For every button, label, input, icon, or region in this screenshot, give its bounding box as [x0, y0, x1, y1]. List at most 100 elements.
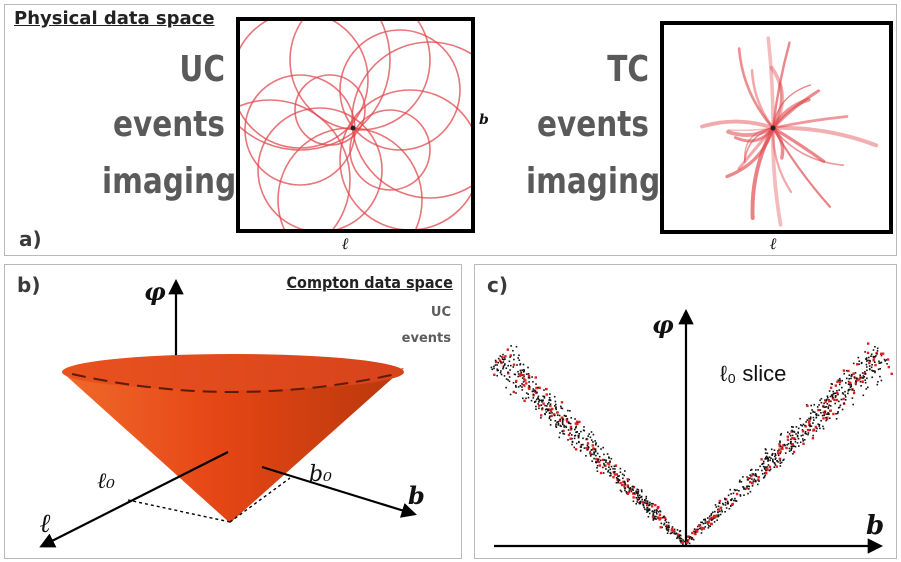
scatter-point	[561, 430, 563, 433]
scatter-point	[870, 353, 873, 356]
scatter-point	[515, 392, 517, 394]
scatter-point	[808, 417, 810, 420]
scatter-point	[548, 416, 551, 419]
scatter-point	[631, 485, 634, 488]
scatter-point	[507, 379, 509, 381]
scatter-point	[617, 475, 619, 478]
scatter-point	[777, 450, 779, 452]
scatter-point	[880, 379, 883, 382]
scatter-point	[805, 433, 808, 435]
scatter-point	[728, 507, 731, 510]
scatter-point-red	[812, 428, 816, 431]
scatter-point-red	[848, 381, 851, 384]
uc-source-point	[350, 125, 356, 131]
scatter-point	[667, 528, 670, 531]
scatter-point	[724, 504, 727, 506]
scatter-point	[819, 427, 821, 430]
scatter-point	[609, 461, 611, 463]
scatter-point	[676, 537, 678, 540]
scatter-point	[790, 445, 793, 448]
scatter-point	[812, 416, 815, 419]
scatter-point	[633, 492, 635, 494]
scatter-point-red	[671, 527, 674, 531]
scatter-point	[880, 361, 883, 364]
scatter-point	[551, 412, 553, 414]
scatter-point	[525, 392, 528, 394]
scatter-point	[791, 429, 793, 432]
cone-body	[62, 368, 404, 523]
scatter-point	[771, 453, 773, 456]
scatter-point	[835, 413, 837, 415]
cone-rim	[62, 354, 404, 390]
scatter-point	[640, 496, 642, 498]
scatter-point	[557, 422, 560, 425]
scatter-point	[557, 424, 559, 426]
scatter-point	[594, 450, 597, 452]
scatter-point-red	[541, 408, 544, 411]
scatter-point	[797, 437, 800, 440]
scatter-point	[789, 434, 792, 437]
scatter-point	[851, 397, 854, 399]
scatter-point	[640, 489, 643, 491]
uc-ring	[277, 127, 423, 229]
scatter-point	[545, 411, 548, 413]
scatter-point	[806, 419, 809, 421]
scatter-point	[528, 377, 531, 379]
scatter-point	[762, 465, 765, 468]
scatter-point	[549, 393, 551, 395]
scatter-point	[652, 512, 655, 515]
scatter-point	[523, 375, 525, 378]
scatter-point	[864, 373, 867, 375]
scatter-point	[609, 468, 612, 471]
scatter-point-red	[757, 478, 760, 482]
scatter-point	[668, 526, 670, 529]
scatter-point	[648, 509, 651, 511]
scatter-point-red	[606, 462, 610, 465]
scatter-point	[713, 521, 716, 523]
scatter-point	[692, 538, 695, 541]
scatter-point-red	[887, 365, 890, 369]
scatter-point	[827, 407, 830, 410]
scatter-point	[779, 452, 782, 455]
scatter-point	[544, 404, 546, 407]
scatter-point	[565, 426, 568, 429]
scatter-point-red	[781, 447, 784, 450]
scatter-point	[751, 478, 753, 480]
scatter-point	[712, 511, 714, 514]
scatter-point	[862, 375, 865, 377]
scatter-point	[622, 477, 624, 480]
scatter-point	[717, 515, 719, 518]
scatter-point	[850, 373, 853, 376]
scatter-point	[792, 430, 794, 433]
scatter-point-red	[778, 457, 782, 460]
scatter-point	[844, 396, 847, 398]
scatter-point	[637, 493, 639, 495]
scatter-point	[803, 439, 806, 441]
scatter-point	[817, 423, 819, 425]
scatter-point	[821, 414, 824, 417]
scatter-point	[814, 411, 816, 414]
scatter-point	[592, 433, 595, 436]
scatter-point	[788, 433, 791, 435]
scatter-point	[583, 447, 586, 449]
scatter-point	[838, 383, 841, 386]
scatter-point-red	[875, 351, 878, 355]
scatter-point	[710, 514, 712, 516]
scatter-point	[860, 385, 862, 387]
scatter-point	[627, 480, 629, 483]
scatter-point	[867, 386, 869, 389]
scatter-point	[595, 461, 597, 463]
scatter-point	[770, 457, 772, 460]
scatter-point	[823, 402, 825, 405]
scatter-point	[517, 386, 520, 388]
scatter-point-red	[591, 444, 594, 447]
scatter-point	[779, 460, 781, 462]
scatter-point	[769, 468, 772, 471]
scatter-point-red	[613, 473, 617, 476]
scatter-point-red	[650, 505, 654, 508]
scatter-point	[732, 492, 735, 495]
scatter-point	[632, 489, 634, 491]
scatter-point	[571, 437, 573, 440]
l0-slice-plot: φ b ℓ₀ slice	[490, 308, 893, 554]
scatter-point	[763, 476, 766, 478]
